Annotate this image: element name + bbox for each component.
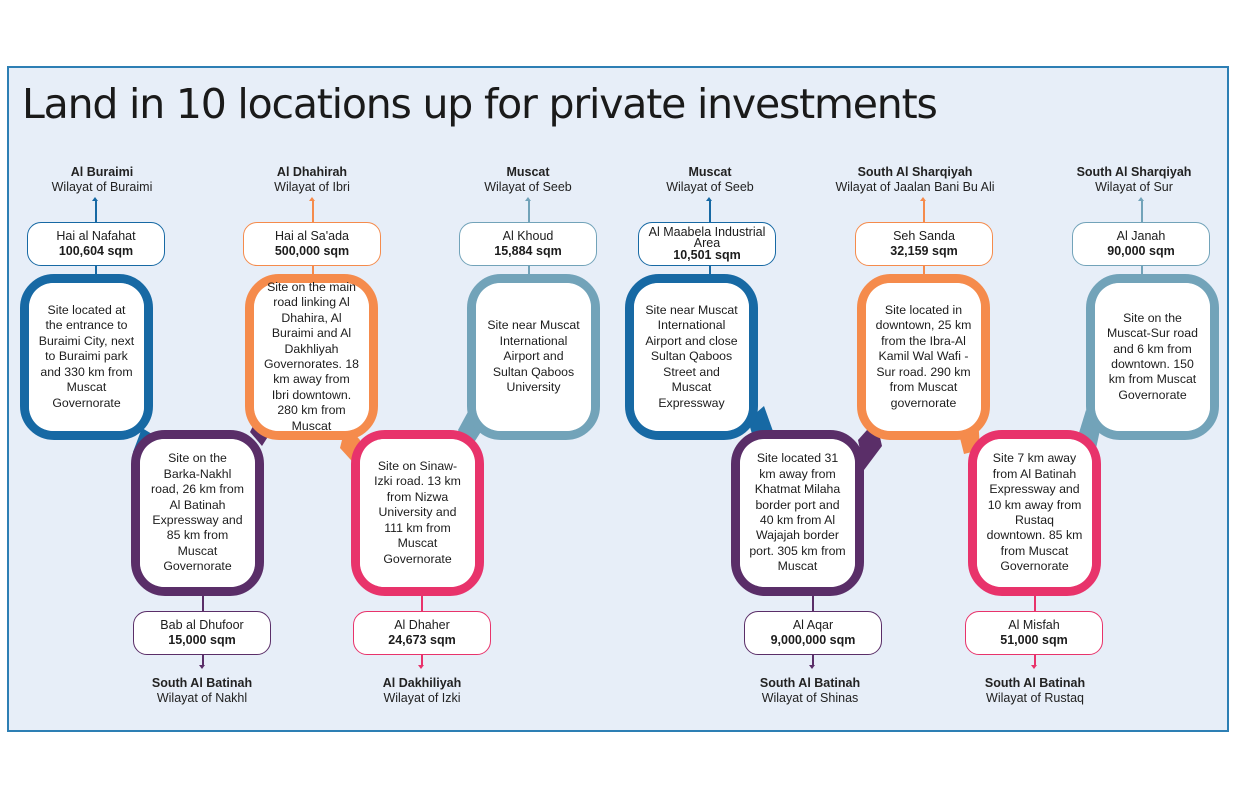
site-pill-al-khoud: Al Khoud 15,884 sqm: [459, 222, 597, 266]
site-pill-al-dhaher: Al Dhaher 24,673 sqm: [353, 611, 491, 655]
connector-stem: [1141, 266, 1143, 276]
site-pill-hai-al-saada: Hai al Sa'ada 500,000 sqm: [243, 222, 381, 266]
governorate-name: Al Dhahirah: [276, 165, 348, 179]
region-label-nakhl: South Al Batinah Wilayat of Nakhl: [102, 676, 302, 706]
site-card-sur: Site on the Muscat-Sur road and 6 km fro…: [1086, 274, 1219, 440]
wilayat-name: Wilayat of Buraimi: [51, 180, 153, 194]
site-card-izki: Site on Sinaw-Izki road. 13 km from Nizw…: [351, 430, 484, 596]
region-label-sur: South Al Sharqiyah Wilayat of Sur: [1034, 165, 1234, 195]
site-card-muscat-maabela: Site near Muscat International Airport a…: [625, 274, 758, 440]
marker-dot: [809, 665, 815, 669]
site-card-nakhl: Site on the Barka-Nakhl road, 26 km from…: [131, 430, 264, 596]
site-description: Site 7 km away from Al Batinah Expresswa…: [977, 439, 1092, 587]
region-label-jaalan: South Al Sharqiyah Wilayat of Jaalan Ban…: [815, 165, 1015, 195]
site-description: Site on the main road linking Al Dhahira…: [254, 280, 369, 433]
marker-dot: [1138, 197, 1144, 201]
wilayat-name: Wilayat of Izki: [383, 691, 461, 705]
site-description: Site near Muscat International Airport a…: [476, 283, 591, 431]
site-card-shinas: Site located 31 km away from Khatmat Mil…: [731, 430, 864, 596]
site-description: Site on Sinaw-Izki road. 13 km from Nizw…: [360, 439, 475, 587]
site-pill-al-maabela: Al Maabela Industrial Area 10,501 sqm: [638, 222, 776, 266]
connector-stem: [202, 596, 204, 611]
connector-stem: [421, 655, 423, 665]
region-label-muscat-maabela: Muscat Wilayat of Seeb: [610, 165, 810, 195]
region-label-rustaq: South Al Batinah Wilayat of Rustaq: [935, 676, 1135, 706]
connector-stem: [1034, 655, 1036, 665]
site-card-buraimi: Site located at the entrance to Buraimi …: [20, 274, 153, 440]
region-label-shinas: South Al Batinah Wilayat of Shinas: [710, 676, 910, 706]
governorate-name: Muscat: [688, 165, 732, 179]
site-pill-seh-sanda: Seh Sanda 32,159 sqm: [855, 222, 993, 266]
wilayat-name: Wilayat of Jaalan Bani Bu Ali: [835, 180, 995, 194]
connector-stem: [923, 266, 925, 276]
site-card-jaalan: Site located in downtown, 25 km from the…: [857, 274, 990, 440]
connector-stem: [709, 266, 711, 276]
connector-stem: [95, 266, 97, 276]
marker-dot: [418, 665, 424, 669]
site-description: Site on the Barka-Nakhl road, 26 km from…: [140, 439, 255, 587]
marker-dot: [309, 197, 315, 201]
wilayat-name: Wilayat of Seeb: [666, 180, 754, 194]
wilayat-name: Wilayat of Seeb: [484, 180, 572, 194]
connector-stem: [95, 200, 97, 222]
site-description: Site located at the entrance to Buraimi …: [29, 283, 144, 431]
marker-dot: [199, 665, 205, 669]
governorate-name: South Al Batinah: [984, 676, 1086, 690]
site-card-muscat-khoud: Site near Muscat International Airport a…: [467, 274, 600, 440]
wilayat-name: Wilayat of Sur: [1095, 180, 1173, 194]
connector-stem: [709, 200, 711, 222]
marker-dot: [706, 197, 712, 201]
marker-dot: [92, 197, 98, 201]
connector-stem: [812, 596, 814, 611]
site-description: Site located 31 km away from Khatmat Mil…: [740, 439, 855, 587]
page-title: Land in 10 locations up for private inve…: [22, 80, 938, 128]
connector-stem: [528, 200, 530, 222]
connector-stem: [202, 655, 204, 665]
connector-stem: [923, 200, 925, 222]
site-pill-bab-al-dhufoor: Bab al Dhufoor 15,000 sqm: [133, 611, 271, 655]
governorate-name: Al Dakhiliyah: [382, 676, 462, 690]
governorate-name: Al Buraimi: [70, 165, 134, 179]
governorate-name: South Al Batinah: [151, 676, 253, 690]
site-description: Site located in downtown, 25 km from the…: [866, 283, 981, 431]
wilayat-name: Wilayat of Shinas: [761, 691, 859, 705]
connector-stem: [528, 266, 530, 276]
region-label-izki: Al Dakhiliyah Wilayat of Izki: [322, 676, 522, 706]
connector-stem: [1034, 596, 1036, 611]
site-pill-al-misfah: Al Misfah 51,000 sqm: [965, 611, 1103, 655]
marker-dot: [525, 197, 531, 201]
governorate-name: South Al Sharqiyah: [1076, 165, 1192, 179]
governorate-name: South Al Batinah: [759, 676, 861, 690]
wilayat-name: Wilayat of Ibri: [274, 180, 350, 194]
site-card-rustaq: Site 7 km away from Al Batinah Expresswa…: [968, 430, 1101, 596]
governorate-name: South Al Sharqiyah: [857, 165, 973, 179]
connector-stem: [1141, 200, 1143, 222]
site-card-dhahirah: Site on the main road linking Al Dhahira…: [245, 274, 378, 440]
marker-dot: [920, 197, 926, 201]
wilayat-name: Wilayat of Rustaq: [986, 691, 1084, 705]
site-description: Site near Muscat International Airport a…: [634, 283, 749, 431]
connector-stem: [312, 266, 314, 276]
connector-stem: [812, 655, 814, 665]
marker-dot: [1031, 665, 1037, 669]
region-label-dhahirah: Al Dhahirah Wilayat of Ibri: [212, 165, 412, 195]
site-pill-al-aqar: Al Aqar 9,000,000 sqm: [744, 611, 882, 655]
site-description: Site on the Muscat-Sur road and 6 km fro…: [1095, 283, 1210, 431]
wilayat-name: Wilayat of Nakhl: [156, 691, 248, 705]
connector-stem: [312, 200, 314, 222]
site-pill-hai-al-nafahat: Hai al Nafahat 100,604 sqm: [27, 222, 165, 266]
region-label-buraimi: Al Buraimi Wilayat of Buraimi: [2, 165, 202, 195]
connector-stem: [421, 596, 423, 611]
region-label-muscat-khoud: Muscat Wilayat of Seeb: [428, 165, 628, 195]
governorate-name: Muscat: [506, 165, 550, 179]
site-pill-al-janah: Al Janah 90,000 sqm: [1072, 222, 1210, 266]
